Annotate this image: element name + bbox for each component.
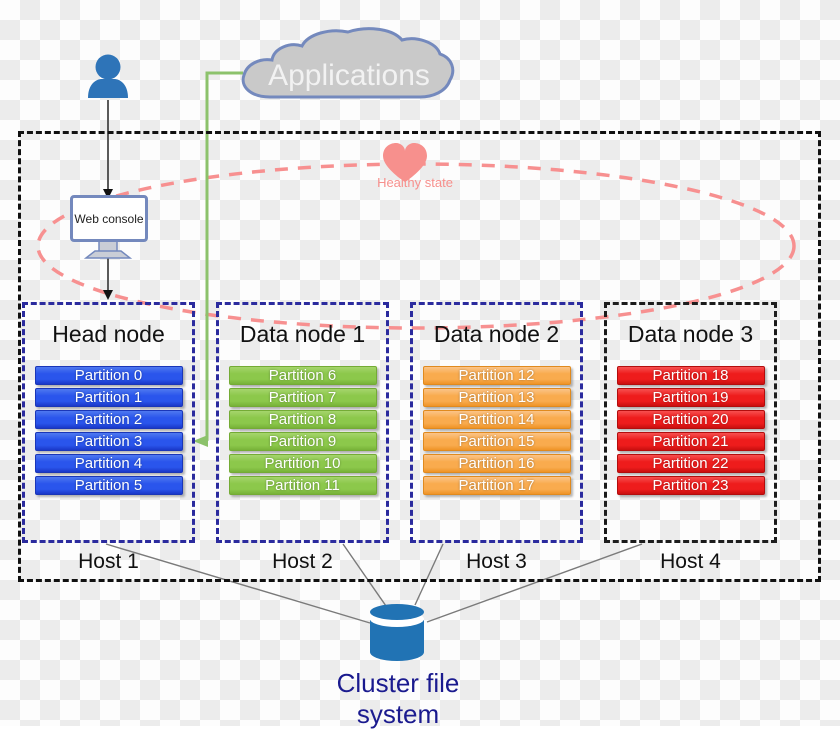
- host-to-storage-connectors: [105, 543, 643, 624]
- partition-bar: Partition 19: [616, 388, 765, 407]
- user-person-icon: [88, 54, 128, 98]
- partition-bar: Partition 12: [422, 366, 571, 385]
- partition-bar: Partition 18: [616, 366, 765, 385]
- partition-bar: Partition 2: [34, 410, 183, 429]
- partition-bar: Partition 23: [616, 476, 765, 495]
- heart-icon: [383, 143, 427, 182]
- partition-bar: Partition 6: [228, 366, 377, 385]
- partition-bar: Partition 5: [34, 476, 183, 495]
- console-to-headnode-arrow: [103, 258, 113, 300]
- applications-to-headnode-link: [193, 71, 243, 447]
- partition-list: Partition 18 Partition 19 Partition 20 Part…: [604, 366, 777, 498]
- node-title: Data node 3: [627, 321, 754, 347]
- partition-bar: Partition 0: [34, 366, 183, 385]
- partition-bar: Partition 15: [422, 432, 571, 451]
- host-label: Host 4: [660, 550, 721, 573]
- host-label: Host 3: [466, 550, 527, 573]
- partition-list: Partition 0 Partition 1 Partition 2 Partiti…: [22, 366, 195, 498]
- partition-bar: Partition 10: [228, 454, 377, 473]
- partition-bar: Partition 21: [616, 432, 765, 451]
- web-console-label: Web console: [74, 211, 144, 226]
- partition-list: Partition 6 Partition 7 Partition 8 Partiti…: [216, 366, 389, 498]
- applications-cloud-label: Applications: [268, 59, 430, 92]
- host-label: Host 1: [78, 550, 139, 573]
- partition-bar: Partition 8: [228, 410, 377, 429]
- host-label: Host 2: [272, 550, 333, 573]
- partition-bar: Partition 4: [34, 454, 183, 473]
- partition-bar: Partition 9: [228, 432, 377, 451]
- partition-bar: Partition 3: [34, 432, 183, 451]
- cluster-file-system-label: Cluster file system: [336, 668, 460, 729]
- node-title: Data node 1: [239, 321, 366, 347]
- partition-bar: Partition 13: [422, 388, 571, 407]
- partition-bar: Partition 16: [422, 454, 571, 473]
- web-console-monitor[interactable]: Web console: [70, 195, 148, 242]
- cluster-boundary-box: [18, 131, 821, 582]
- node-title: Head node: [52, 321, 165, 347]
- monitor-stand-icon: [83, 240, 133, 259]
- partition-list: Partition 12 Partition 13 Partition 14 Part…: [410, 366, 583, 498]
- applications-cloud-icon: [241, 27, 455, 99]
- partition-bar: Partition 22: [616, 454, 765, 473]
- node-title: Data node 2: [433, 321, 560, 347]
- partition-bar: Partition 14: [422, 410, 571, 429]
- green-arrowhead-icon: [193, 435, 208, 447]
- partition-bar: Partition 17: [422, 476, 571, 495]
- partition-bar: Partition 20: [616, 410, 765, 429]
- database-cylinder-icon: [370, 604, 424, 661]
- healthy-state-label: Healthy state: [377, 175, 453, 190]
- partition-bar: Partition 11: [228, 476, 377, 495]
- partition-bar: Partition 7: [228, 388, 377, 407]
- partition-bar: Partition 1: [34, 388, 183, 407]
- user-to-console-arrow: [103, 100, 113, 199]
